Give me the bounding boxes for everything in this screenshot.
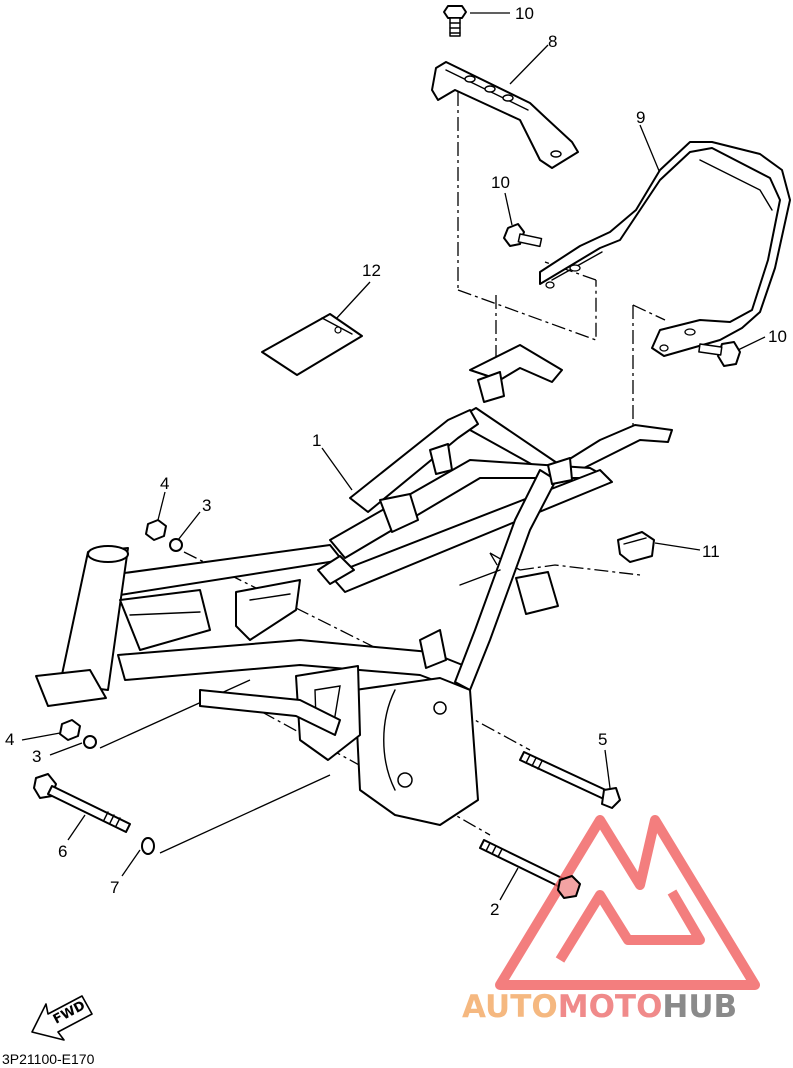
part-10-bolt-left — [503, 223, 543, 248]
part-9-grab-rail — [539, 141, 791, 357]
callout-3-upper: 3 — [202, 496, 211, 515]
callout-numbers: 10 8 9 10 12 10 1 4 3 11 5 4 3 6 7 2 — [5, 4, 787, 919]
callout-10-right: 10 — [768, 327, 787, 346]
part-8-bracket — [431, 61, 579, 169]
part-4-nut-upper — [145, 519, 167, 541]
part-3-washer-lower — [83, 735, 97, 749]
watermark-moto: MOTO — [558, 989, 663, 1025]
part-6-long-bolt — [33, 773, 131, 833]
part-11-damper — [617, 531, 655, 563]
callout-5: 5 — [598, 730, 607, 749]
leader-lines — [21, 12, 766, 901]
callout-11: 11 — [702, 542, 720, 561]
part-2-nut — [557, 875, 581, 899]
part-7-washer — [141, 837, 155, 855]
callout-8: 8 — [548, 32, 557, 51]
part-10-bolt-top — [443, 5, 467, 37]
part-3-washer-upper — [169, 538, 183, 552]
callout-2: 2 — [490, 900, 499, 919]
fwd-arrow-icon: FWD — [31, 995, 93, 1041]
watermark-text: AUTOMOTOHUB — [462, 989, 737, 1025]
watermark-logo-icon — [495, 815, 760, 990]
part-4-nut-lower — [59, 719, 81, 741]
callout-12: 12 — [362, 261, 381, 280]
callout-4-lower: 4 — [5, 730, 14, 749]
callout-1: 1 — [312, 431, 321, 450]
callout-9: 9 — [636, 108, 645, 127]
part-10-bolt-right — [698, 341, 741, 367]
callout-6: 6 — [58, 842, 67, 861]
callout-7: 7 — [110, 878, 119, 897]
watermark-auto: AUTO — [462, 989, 558, 1025]
callout-4-upper: 4 — [160, 474, 169, 493]
callout-10-top: 10 — [515, 4, 534, 23]
part-5-bolt — [519, 751, 621, 809]
part-2-bolt — [479, 839, 567, 889]
diagram-code: 3P21100-E170 — [2, 1051, 95, 1067]
part-1-main-frame — [35, 344, 673, 826]
part-12-label-sticker — [261, 313, 363, 376]
watermark-hub: HUB — [662, 989, 737, 1025]
callout-3-lower: 3 — [32, 747, 41, 766]
callout-10-left: 10 — [491, 173, 510, 192]
